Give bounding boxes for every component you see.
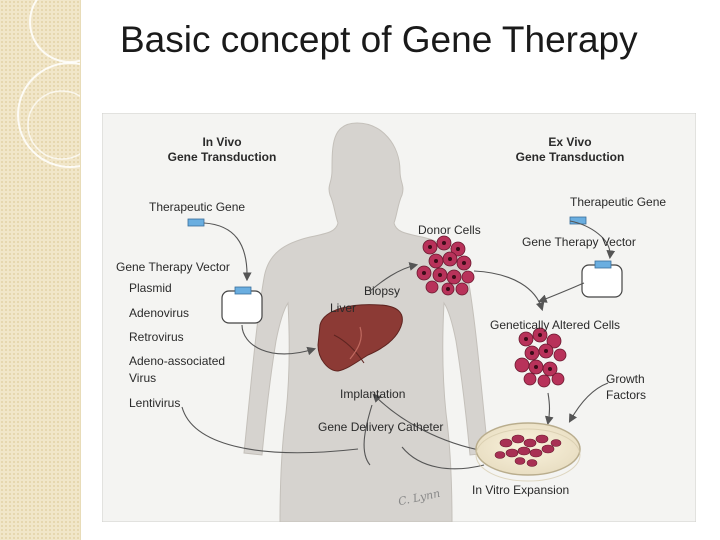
ex-vivo-therapeutic-gene-label: Therapeutic Gene [570,195,667,209]
implantation-label: Implantation [340,387,406,401]
gene-therapy-diagram: In Vivo Gene Transduction Ex Vivo Gene T… [102,113,696,522]
in-vivo-heading-1: In Vivo [202,135,242,149]
vector-type-adeno-associated: Adeno-associated [129,354,226,368]
decorative-sidebar [0,0,81,540]
in-vitro-expansion-label: In Vitro Expansion [472,483,570,497]
vector-type-lentivirus: Lentivirus [129,396,181,410]
biopsy-label: Biopsy [364,284,401,298]
vector-type-virus: Virus [129,371,157,385]
donor-cells-label: Donor Cells [418,223,481,237]
vector-type-adenovirus: Adenovirus [129,306,190,320]
liver-organ [317,304,403,372]
ex-vivo-vector [581,264,623,298]
ex-vivo-heading-2: Gene Transduction [515,150,625,164]
in-vivo-gene-box [187,218,205,227]
liver-label: Liver [330,301,357,315]
vector-type-plasmid: Plasmid [129,281,172,295]
decorative-circles [17,0,80,168]
growth-factors-label-1: Growth [606,372,645,386]
ex-vivo-gene-box [569,216,587,225]
genetically-altered-cells-label: Genetically Altered Cells [490,318,621,332]
petri-dish [475,422,581,482]
in-vivo-therapeutic-gene-label: Therapeutic Gene [149,200,246,214]
in-vivo-vector-label: Gene Therapy Vector [116,260,230,274]
in-vivo-heading-2: Gene Transduction [167,150,277,164]
page-title: Basic concept of Gene Therapy [120,19,638,60]
ex-vivo-heading-1: Ex Vivo [548,135,592,149]
gene-delivery-catheter-label: Gene Delivery Catheter [318,420,444,434]
ex-vivo-vector-label: Gene Therapy Vector [522,235,636,249]
diagram-graphics [102,113,696,522]
in-vivo-vector [221,290,263,324]
vector-type-retrovirus: Retrovirus [129,330,184,344]
donor-cells-cluster [416,235,475,296]
growth-factors-label-2: Factors [606,388,647,402]
